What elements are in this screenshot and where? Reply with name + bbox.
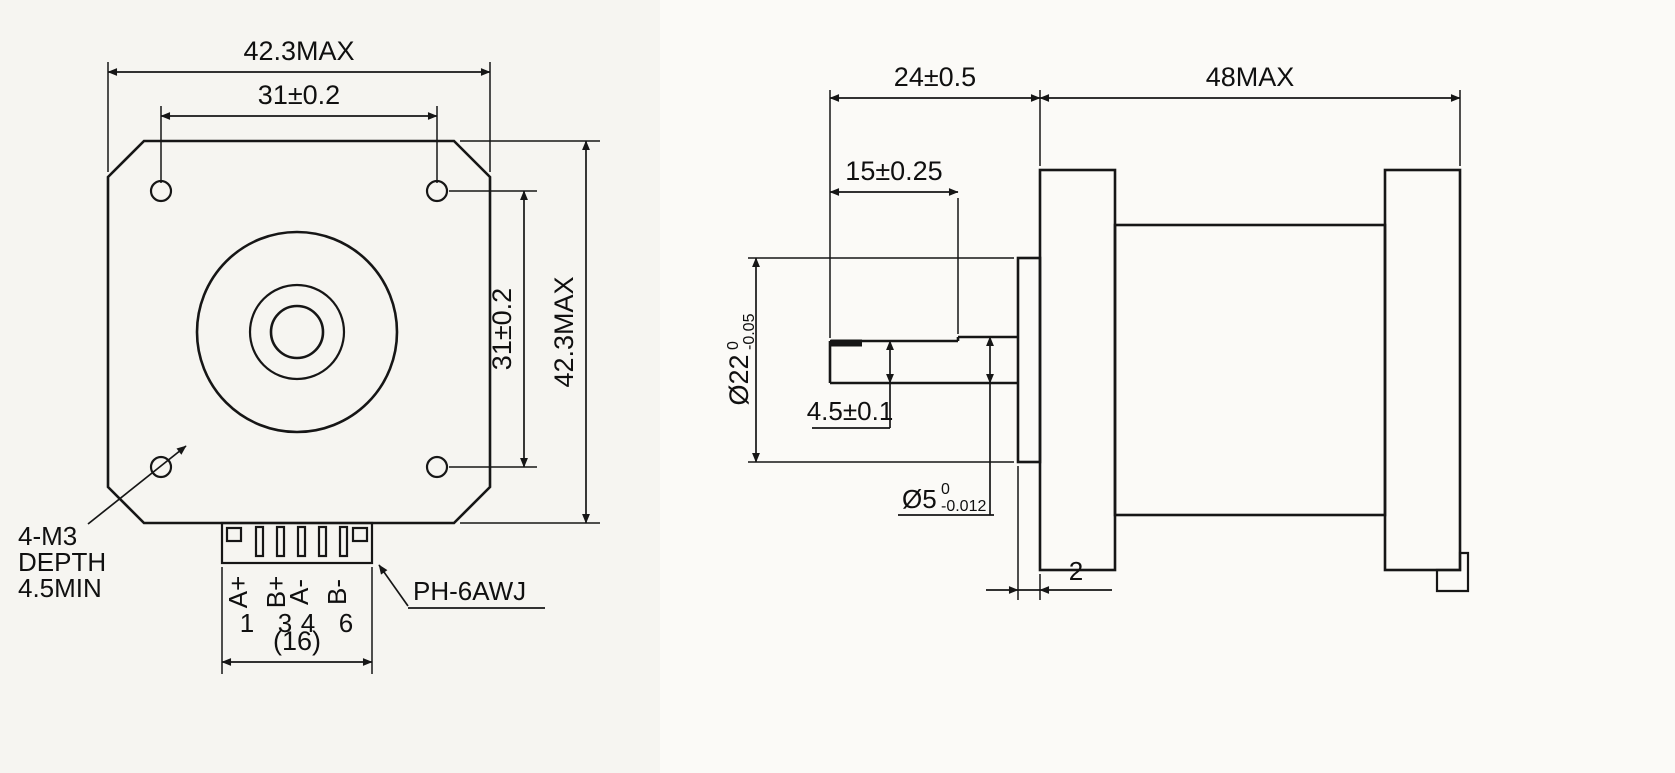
connector-pin-slot [317, 525, 328, 558]
hole-note-line1: 4-M3 [18, 521, 77, 551]
boss-diameter-tol-lower: -0.05 [741, 313, 758, 350]
dim-boss-diameter: Ø22 0 -0.05 [724, 257, 1014, 463]
pin-number: 6 [339, 608, 353, 638]
pin-number: 1 [240, 608, 254, 638]
shaft-circle [269, 304, 325, 360]
pin-labels: A+ B+ A- B- 1 3 4 6 [223, 576, 353, 638]
dim-label-shaft-length: 24±0.5 [894, 62, 976, 92]
dim-label-shaft-diameter: Ø5 [902, 484, 937, 514]
connector-pin-slot [275, 525, 286, 558]
bearing-hub-circle [248, 283, 346, 381]
connector-housing [220, 521, 374, 565]
pin-name: A- [284, 579, 314, 605]
dim-label-body-length: 48MAX [1206, 62, 1295, 92]
dim-label-connector-width: (16) [273, 626, 321, 656]
connector-note: PH-6AWJ [378, 564, 545, 609]
pilot-boss [1016, 256, 1042, 464]
dim-label-boss-protrusion: 2 [1069, 556, 1083, 586]
shaft-diameter-tol-lower: -0.012 [941, 498, 986, 515]
shaft-diameter-tol-upper: 0 [941, 481, 950, 498]
dim-label-flat-length: 15±0.25 [845, 156, 942, 186]
dim-connector-width: (16) [221, 567, 373, 674]
background-left [0, 0, 660, 773]
hole-note-line2: DEPTH [18, 547, 106, 577]
front-view: 42.3MAX 31±0.2 31±0.2 42.3MAX [18, 36, 600, 674]
dim-shaft-diameter: Ø5 0 -0.012 [898, 336, 994, 516]
faceplate-outline [106, 139, 492, 525]
connector-latch-right [351, 526, 369, 543]
boss-shaft-circles [195, 230, 399, 434]
pilot-boss-circle [195, 230, 399, 434]
connector-label: PH-6AWJ [413, 576, 526, 606]
side-view: 24±0.5 48MAX 15±0.25 Ø22 0 -0.05 [724, 62, 1470, 600]
boss-diameter-tol-upper: 0 [725, 341, 742, 350]
dim-front-height: 42.3MAX [460, 140, 600, 524]
motor-body [1038, 168, 1470, 593]
stator-body [1113, 223, 1387, 517]
dim-label-flat-height: 4.5±0.1 [807, 396, 894, 426]
dim-label-hole-pitch-top: 31±0.2 [258, 80, 340, 110]
connector-pin-slot [338, 525, 349, 558]
pin-name: A+ [223, 576, 253, 609]
dim-hole-pitch-right: 31±0.2 [449, 190, 537, 468]
dim-hole-pitch-top: 31±0.2 [160, 80, 438, 183]
mounting-hole-bottom-left [149, 455, 173, 479]
pin-number: 4 [301, 608, 315, 638]
pin-name: B- [322, 579, 352, 605]
mounting-hole-note: 4-M3 DEPTH 4.5MIN [18, 445, 187, 603]
hole-note-line3: 4.5MIN [18, 573, 102, 603]
pin-number: 3 [278, 608, 292, 638]
dim-boss-protrusion: 2 [986, 466, 1112, 600]
connector-pin-slot [296, 525, 307, 558]
mounting-hole-bottom-right [425, 455, 449, 479]
background-right [660, 0, 1675, 773]
dim-label-hole-pitch-right: 31±0.2 [487, 288, 517, 370]
pin-name: B+ [261, 576, 291, 609]
dim-body-length: 48MAX [1039, 62, 1461, 166]
dim-label-boss-diameter: Ø22 [724, 354, 754, 405]
dim-flat-height: 4.5±0.1 [807, 340, 894, 429]
dim-shaft-length: 24±0.5 [829, 62, 1041, 338]
dim-front-width: 42.3MAX [107, 36, 491, 172]
dim-flat-length: 15±0.25 [829, 156, 959, 334]
dim-label-front-height: 42.3MAX [549, 276, 579, 387]
connector-pin-slot [254, 525, 265, 558]
dim-label-front-width: 42.3MAX [243, 36, 354, 66]
connector-latch-left [225, 526, 243, 543]
connector [220, 521, 374, 565]
cable-exit-tab [1435, 551, 1470, 593]
